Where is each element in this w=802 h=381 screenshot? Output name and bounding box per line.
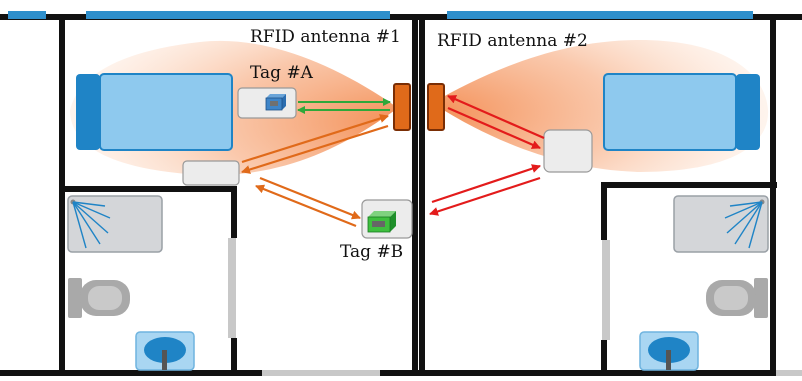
window-right-large [447,11,753,19]
center-wall-right [419,14,425,376]
toilet-left [68,278,130,318]
left-bathroom-top-wall [59,186,237,192]
center-wall-left [412,14,418,376]
right-bathroom-top-wall [601,182,777,188]
arrow-antenna-2-to-right-tag [447,106,541,150]
arrow-right-tag-to-tag-b [429,176,541,216]
window-left-large [86,11,390,19]
left-bathroom-side-wall [231,186,237,238]
shower-right [673,195,769,253]
top-wall [0,14,802,20]
right-room-outer-wall [770,14,776,184]
sink-right [639,331,699,371]
tag-b-label: Tag #B [340,242,404,262]
left-bathroom-side-wall-lower [231,338,237,376]
rfid-antenna-1 [393,83,411,131]
arrow-hallway-to-antenna-1 [241,114,389,164]
tag-a-label: Tag #A [250,63,313,83]
door-bottom-right [770,370,802,376]
door-bottom-left [262,370,380,376]
bottom-wall [0,370,802,376]
arrow-hallway-to-tag-b [259,176,361,220]
arrow-tag-b-to-right-tag [431,164,541,204]
right-bathroom-outer-wall [770,182,776,376]
right-bathroom-side-wall-lower [601,340,607,376]
window-left-small [8,11,46,19]
shower-left [67,195,163,253]
rfid-antenna-2-label: RFID antenna #2 [437,31,588,51]
tag-left-hallway [182,160,240,186]
toilet-right [706,278,768,318]
right-bathroom-door [602,240,610,340]
rfid-antenna-2 [427,83,445,131]
sink-left [135,331,195,371]
bed-right [603,73,760,151]
tag-right-room [543,129,593,173]
right-bathroom-side-wall [601,182,607,240]
left-bathroom-door [228,238,236,338]
tag-b [361,199,413,239]
arrow-right-tag-to-antenna-2 [447,94,545,140]
rfid-antenna-1-label: RFID antenna #1 [250,27,401,47]
bed-left [76,73,233,151]
arrow-antenna-1-to-hallway [241,124,389,174]
arrow-tag-b-to-hallway [255,184,357,228]
left-room-outer-wall [59,14,65,376]
tag-a [237,87,297,119]
